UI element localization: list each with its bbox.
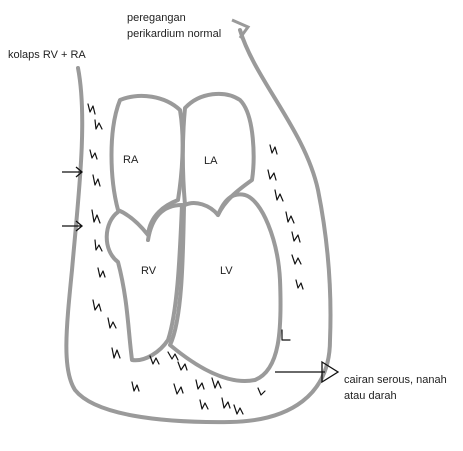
lv-wall <box>170 194 281 381</box>
stretch-label-line1: peregangan <box>127 12 186 24</box>
label-rv: RV <box>141 265 157 277</box>
collapse-label: kolaps RV + RA <box>8 49 86 61</box>
label-lv: LV <box>220 265 233 277</box>
label-ra: RA <box>123 154 139 166</box>
la-wall <box>183 94 254 215</box>
label-la: LA <box>204 155 218 167</box>
fluid-label-line2: atau darah <box>344 390 397 402</box>
fluid-label-line1: cairan serous, nanah <box>344 374 447 386</box>
stretch-label-line2: perikardium normal <box>127 28 221 40</box>
